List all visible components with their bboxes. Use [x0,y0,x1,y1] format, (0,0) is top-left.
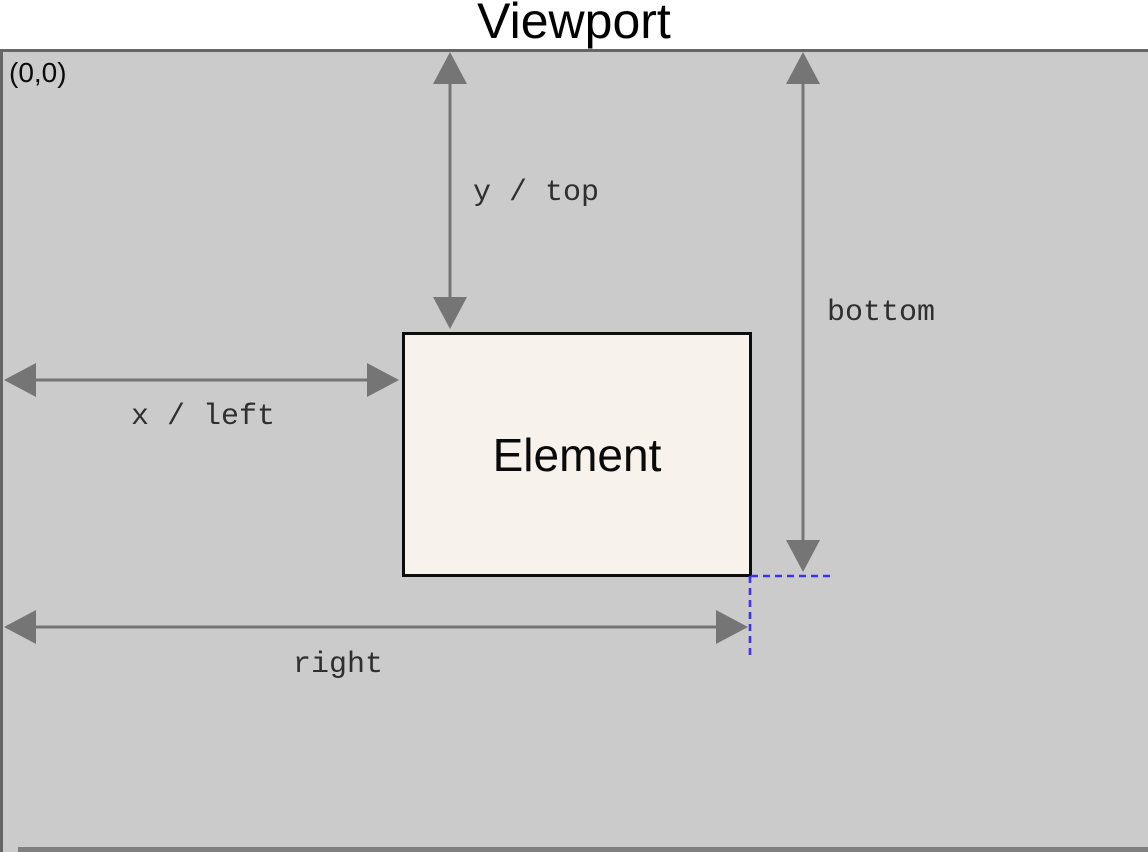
diagram-title: Viewport [477,0,671,49]
bottom-label: bottom [826,296,936,330]
viewport-bottom-edge [18,847,1148,852]
element-label: Element [492,428,662,481]
origin-coordinates-label: (0,0) [9,57,67,88]
x-left-label: x / left [130,400,276,434]
y-top-label: y / top [472,176,600,210]
right-label: right [292,648,384,682]
element-box: Element [402,332,752,577]
